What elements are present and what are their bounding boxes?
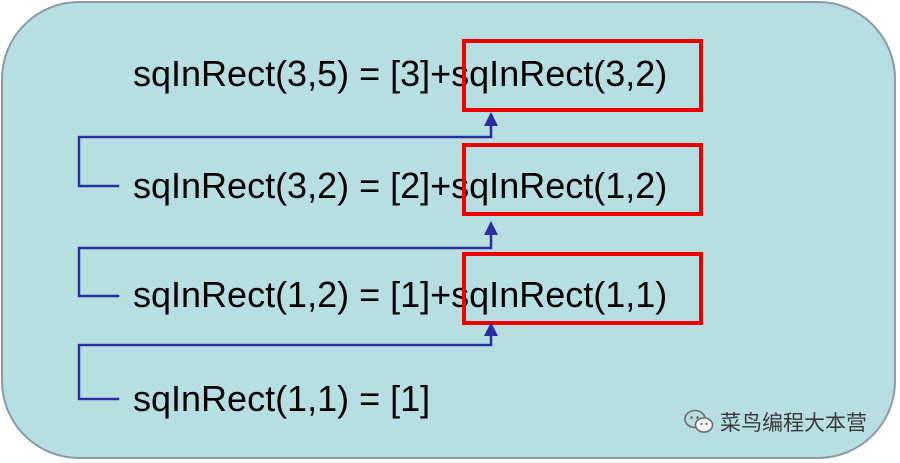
- equation-line-4: sqInRect(1,1) = [1]: [133, 378, 431, 419]
- equation-line-2: sqInRect(3,2) = [2]+sqInRect(1,2): [133, 165, 668, 206]
- watermark-text: 菜鸟编程大本营: [720, 411, 867, 435]
- recursive-call-highlight-2: [462, 143, 703, 216]
- arrowhead-2: [484, 221, 498, 235]
- arrowhead-1: [484, 112, 498, 126]
- connector-arrow-2: [77, 224, 493, 298]
- arrowhead-3: [484, 322, 498, 336]
- wechat-icon: [684, 409, 714, 433]
- watermark: 菜鸟编程大本营: [684, 407, 867, 437]
- equation-line-1: sqInRect(3,5) = [3]+sqInRect(3,2): [133, 53, 668, 94]
- equation-line-3: sqInRect(1,2) = [1]+sqInRect(1,1): [133, 274, 668, 315]
- recursive-call-highlight-3: [462, 252, 703, 325]
- recursive-call-highlight-1: [462, 39, 703, 112]
- connector-arrow-3: [77, 325, 493, 401]
- connector-arrow-1: [77, 115, 493, 188]
